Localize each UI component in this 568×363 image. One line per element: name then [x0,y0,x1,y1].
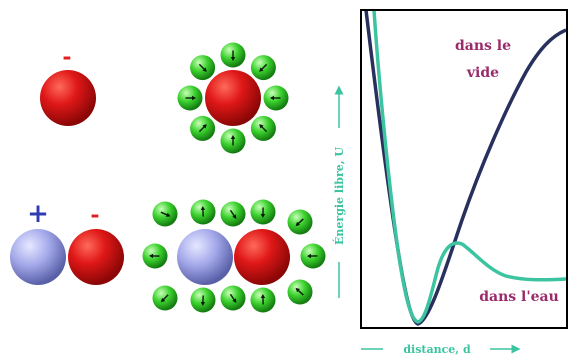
y-axis-label: Énergie libre, U [332,147,346,245]
water-molecule [221,129,246,154]
water-molecule [143,244,168,269]
pair-anion-sphere [68,229,124,285]
pair-minus-sign: - [90,202,99,228]
water-molecule [191,200,216,225]
x-axis-label: distance, d [403,343,471,356]
water-molecule [191,288,216,313]
hydrated-ion-pair [143,200,326,313]
water-molecule [301,244,326,269]
water-molecule [178,86,203,111]
anion-sphere [40,70,96,126]
pair-plus-sign: + [27,199,49,229]
single-ion-minus-sign: - [62,44,71,70]
hydrated-anion [178,43,289,154]
hydrated-anion-core [205,70,261,126]
water-molecule [221,202,246,227]
vacuum-label-line2: vide [466,65,499,81]
ion-diagrams: - + - [10,43,326,313]
water-molecule [153,202,178,227]
water-molecule [264,86,289,111]
energy-graph: dans le vide dans l'eau Énergie libre, U… [332,10,567,356]
cation-sphere [10,229,66,285]
water-molecule [251,200,276,225]
water-molecule [221,286,246,311]
vacuum-label-line1: dans le [455,38,511,54]
water-molecule [153,286,178,311]
hydrated-pair-anion-core [234,229,290,285]
water-molecule [288,280,313,305]
water-molecule [190,116,215,141]
water-molecule [251,116,276,141]
water-molecule [251,288,276,313]
hydrated-cation-core [177,229,233,285]
water-molecule [190,55,215,80]
water-molecule [221,43,246,68]
water-molecule [251,55,276,80]
water-molecule [288,210,313,235]
water-label: dans l'eau [479,289,559,305]
